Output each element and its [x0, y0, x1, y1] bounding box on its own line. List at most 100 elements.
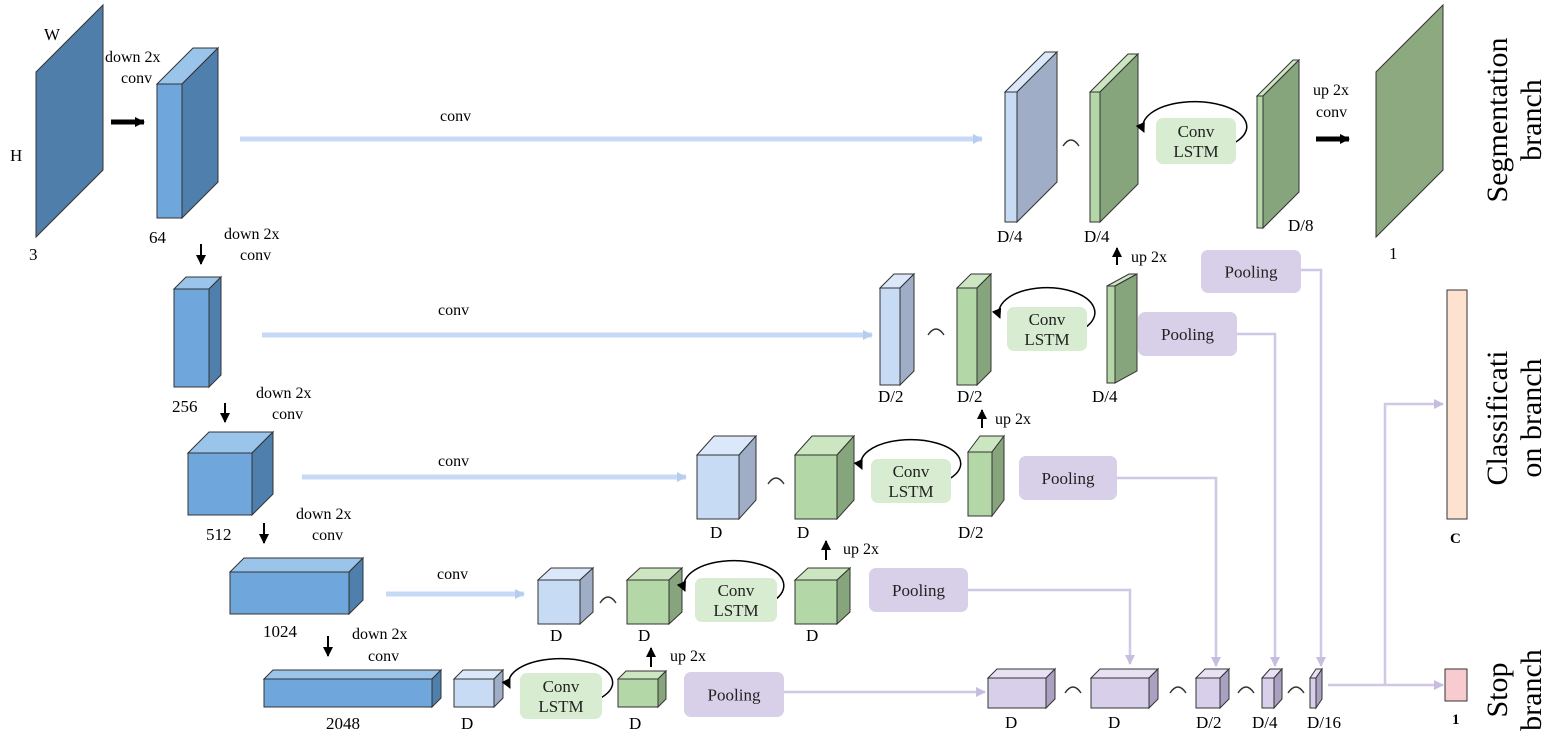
svg-text:down 2x: down 2x: [105, 49, 161, 66]
up-label-3: up 2x: [843, 541, 879, 558]
dim-label-r4-out: D: [806, 626, 818, 645]
pooled-concat-2: [1169, 686, 1187, 694]
skip-conv-label-3: conv: [438, 453, 469, 470]
green-feature-r2-out: [1106, 273, 1138, 384]
skip-feature-r5: [452, 668, 505, 709]
svg-text:Pooling: Pooling: [1225, 263, 1278, 282]
green-feature-r5: [616, 669, 668, 709]
svg-text:Conv: Conv: [1178, 122, 1215, 141]
pool-arrow-row1: [1301, 268, 1326, 667]
green-feature-r3-out: [967, 434, 1005, 518]
pooled-dim-4: D/4: [1252, 713, 1278, 732]
dim-label-r3-green: D: [797, 523, 809, 542]
skip-feature-r2: [878, 272, 916, 387]
pool-arrow-row4: [968, 588, 1135, 665]
svg-text:conv: conv: [368, 648, 399, 665]
pooling-r2: Pooling: [1138, 312, 1237, 356]
svg-text:Classificati: Classificati: [1481, 351, 1514, 486]
up-label-1: up 2x: [1131, 249, 1167, 266]
pooled-feature-2: [1089, 667, 1160, 710]
concat-r4: [599, 596, 617, 604]
svg-text:Pooling: Pooling: [892, 581, 945, 600]
stop-output-bar: [1444, 668, 1468, 702]
svg-text:down 2x: down 2x: [352, 626, 408, 643]
svg-text:up 2x: up 2x: [1313, 82, 1349, 99]
pooled-concat-1: [1064, 686, 1082, 694]
encoder-block-2048: [262, 668, 443, 709]
encoder-block-1024: [228, 556, 365, 616]
concat-r3: [767, 477, 785, 485]
pool-arrow-row2: [1237, 332, 1280, 667]
stop-output-value: 1: [1452, 712, 1460, 728]
encoder-channels-512: 512: [206, 525, 232, 544]
pooled-concat-3: [1237, 686, 1255, 694]
svg-text:Pooling: Pooling: [1161, 325, 1214, 344]
svg-text:branch: branch: [1515, 649, 1548, 731]
up-label-4: up 2x: [670, 648, 706, 665]
classification-output-bar: [1446, 289, 1468, 520]
dim-label-r4-skip: D: [550, 626, 562, 645]
encoder-channels-256: 256: [172, 397, 198, 416]
pooled-dim-3: D/2: [1196, 713, 1222, 732]
svg-text:LSTM: LSTM: [538, 697, 583, 716]
dim-label-r1-green: D/4: [1084, 227, 1110, 246]
svg-text:Stop: Stop: [1481, 662, 1514, 717]
skip-conv-label-2: conv: [438, 302, 469, 319]
svg-text:Conv: Conv: [718, 581, 755, 600]
pooling-r3: Pooling: [1019, 456, 1117, 500]
concat-r2: [927, 328, 945, 336]
green-feature-r4: [625, 566, 684, 626]
svg-text:Pooling: Pooling: [708, 686, 761, 705]
svg-text:Conv: Conv: [1029, 310, 1066, 329]
input-channels-label: 3: [29, 245, 38, 264]
svg-text:down 2x: down 2x: [256, 385, 312, 402]
dim-label-r1-skip: D/4: [997, 227, 1023, 246]
pooling-r4: Pooling: [869, 568, 968, 612]
dim-label-r2-green: D/2: [957, 387, 983, 406]
svg-text:LSTM: LSTM: [1024, 330, 1069, 349]
encoder-down-label-3: down 2x conv: [256, 385, 312, 423]
skip-conv-label-1: conv: [440, 108, 471, 125]
pooled-feature-1: [986, 667, 1057, 710]
encoder-down-label-4: down 2x conv: [296, 506, 352, 544]
segmentation-output-plane: [1375, 3, 1444, 239]
svg-text:Pooling: Pooling: [1042, 469, 1095, 488]
skip-feature-r1: [1003, 50, 1059, 224]
pooled-feature-4: [1260, 667, 1284, 710]
segmentation-branch-title: Segmentation branch: [1481, 38, 1548, 203]
lstm-loop-r1: [1135, 100, 1248, 152]
pool-arrow-row3: [1117, 476, 1221, 667]
svg-text:Conv: Conv: [543, 677, 580, 696]
input-image-plane: [35, 3, 104, 239]
concat-r1: [1062, 139, 1080, 147]
stop-branch-title: Stop branch: [1481, 649, 1548, 731]
connection-arrows: [240, 134, 1444, 697]
svg-text:down 2x: down 2x: [296, 506, 352, 523]
skip-conv-label-4: conv: [437, 566, 468, 583]
input-width-label: W: [44, 25, 61, 44]
svg-text:conv: conv: [312, 527, 343, 544]
dim-label-r5-green: D: [629, 714, 641, 733]
pooled-dim-1: D: [1005, 713, 1017, 732]
pooled-concat-4: [1287, 686, 1305, 694]
up-label-2: up 2x: [995, 411, 1031, 428]
svg-text:conv: conv: [240, 247, 271, 264]
dim-label-r4-green: D: [638, 626, 650, 645]
green-feature-r1: [1088, 52, 1140, 224]
svg-text:conv: conv: [121, 70, 152, 87]
encoder-channels-64: 64: [149, 228, 167, 247]
svg-text:branch: branch: [1515, 79, 1548, 161]
green-feature-r1-out: [1255, 58, 1301, 230]
segmentation-output-value: 1: [1389, 244, 1398, 263]
svg-text:LSTM: LSTM: [713, 601, 758, 620]
pooled-dim-5: D/16: [1307, 713, 1341, 732]
dim-label-r3-skip: D: [710, 523, 722, 542]
input-height-label: H: [10, 146, 22, 165]
encoder-block-256: [172, 275, 223, 389]
encoder-channels-1024: 1024: [263, 622, 298, 641]
svg-text:conv: conv: [272, 406, 303, 423]
